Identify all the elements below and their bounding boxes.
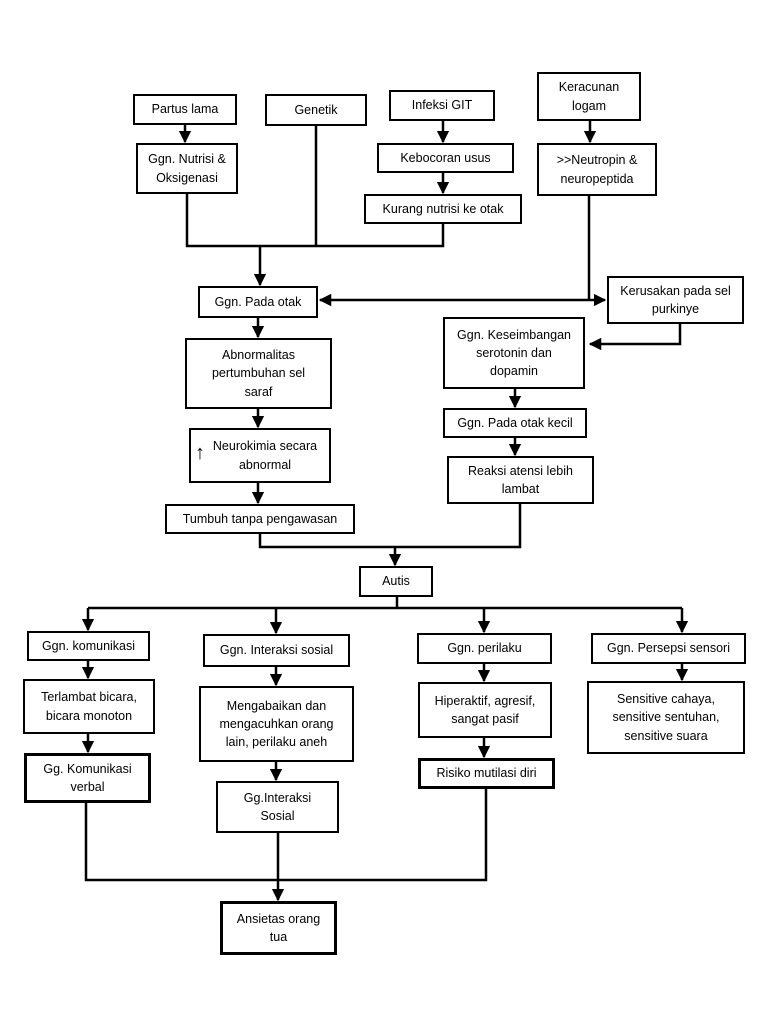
- node-kerusakan-sel: Kerusakan pada sel purkinye: [607, 276, 744, 324]
- node-tumbuh-tanpa: Tumbuh tanpa pengawasan: [165, 504, 355, 534]
- node-ggn-persepsi: Ggn. Persepsi sensori: [591, 633, 746, 664]
- node-label: Neurokimia secara abnormal: [212, 439, 318, 472]
- node-ggn-komunikasi: Ggn. komunikasi: [27, 631, 150, 661]
- node-ggn-perilaku: Ggn. perilaku: [417, 633, 552, 664]
- node-label: Ggn. Keseimbangan serotonin dan dopamin: [457, 327, 571, 379]
- node-ansietas: Ansietas orang tua: [220, 901, 337, 955]
- node-label: Tumbuh tanpa pengawasan: [182, 511, 338, 526]
- node-ggn-nutrisi: Ggn. Nutrisi & Oksigenasi: [136, 143, 238, 194]
- node-label: Infeksi GIT: [411, 98, 473, 113]
- node-label: Ggn. komunikasi: [41, 638, 136, 653]
- node-risiko-mutilasi: Risiko mutilasi diri: [418, 758, 555, 789]
- node-keracunan-logam: Keracunan logam: [537, 72, 641, 121]
- node-sensitive: Sensitive cahaya, sensitive sentuhan, se…: [587, 681, 745, 754]
- node-kebocoran-usus: Kebocoran usus: [377, 143, 514, 173]
- node-label: Ggn. Nutrisi & Oksigenasi: [148, 152, 226, 185]
- node-label: Mengabaikan dan mengacuhkan orang lain, …: [219, 698, 334, 750]
- node-label: Ggn. Persepsi sensori: [607, 641, 730, 656]
- node-kurang-nutrisi: Kurang nutrisi ke otak: [364, 194, 522, 224]
- node-label: Sensitive cahaya, sensitive sentuhan, se…: [612, 692, 720, 743]
- node-label: Keracunan logam: [558, 80, 620, 113]
- node-label: Terlambat bicara, bicara monoton: [41, 690, 137, 723]
- node-label: Partus lama: [151, 102, 219, 117]
- node-reaksi-atensi: Reaksi atensi lebih lambat: [447, 456, 594, 504]
- merge-line-bottom: [84, 789, 488, 882]
- node-label: Gg. Komunikasi verbal: [43, 761, 132, 794]
- up-arrow-icon: ↑: [195, 442, 205, 464]
- node-label: Genetik: [294, 102, 338, 117]
- node-label: Kebocoran usus: [400, 150, 491, 165]
- node-label: Ggn. perilaku: [447, 641, 522, 656]
- node-label: Gg.Interaksi Sosial: [243, 790, 312, 823]
- node-label: >>Neutropin & neuropeptida: [556, 153, 638, 186]
- node-ggn-keseimbangan: Ggn. Keseimbangan serotonin dan dopamin: [443, 317, 585, 389]
- node-infeksi-git: Infeksi GIT: [389, 90, 495, 121]
- node-gg-interaksi-sosial: Gg.Interaksi Sosial: [216, 781, 339, 833]
- node-partus-lama: Partus lama: [133, 94, 237, 125]
- node-mengabaikan: Mengabaikan dan mengacuhkan orang lain, …: [199, 686, 354, 762]
- node-label: Autis: [382, 574, 410, 589]
- node-label: Ansietas orang tua: [236, 911, 321, 944]
- node-label: Risiko mutilasi diri: [436, 766, 537, 781]
- node-label: Ggn. Pada otak: [214, 294, 302, 309]
- node-label: Kurang nutrisi ke otak: [382, 201, 504, 216]
- node-neurokimia: ↑ Neurokimia secara abnormal: [189, 428, 331, 483]
- arrow-kerusakan-to-keseimbangan: [588, 324, 682, 351]
- node-autis: Autis: [359, 566, 433, 597]
- node-label: Kerusakan pada sel purkinye: [620, 283, 731, 316]
- node-neutropin: >>Neutropin & neuropeptida: [537, 143, 657, 196]
- node-genetik: Genetik: [265, 94, 367, 126]
- node-ggn-pada-otak: Ggn. Pada otak: [198, 286, 318, 318]
- node-label: Ggn. Interaksi sosial: [219, 643, 334, 658]
- node-label: Reaksi atensi lebih lambat: [468, 463, 573, 496]
- node-ggn-otak-kecil: Ggn. Pada otak kecil: [443, 408, 587, 438]
- node-label: Hiperaktif, agresif, sangat pasif: [434, 693, 536, 726]
- merge-line-middle: [258, 504, 522, 549]
- node-gg-komunikasi-verbal: Gg. Komunikasi verbal: [24, 753, 151, 803]
- node-hiperaktif: Hiperaktif, agresif, sangat pasif: [418, 682, 552, 738]
- node-label: Abnormalitas pertumbuhan sel saraf: [211, 348, 306, 399]
- node-ggn-interaksi: Ggn. Interaksi sosial: [203, 634, 350, 667]
- node-terlambat-bicara: Terlambat bicara, bicara monoton: [23, 679, 155, 734]
- node-abnormalitas: Abnormalitas pertumbuhan sel saraf: [185, 338, 332, 409]
- node-label: Ggn. Pada otak kecil: [457, 415, 573, 430]
